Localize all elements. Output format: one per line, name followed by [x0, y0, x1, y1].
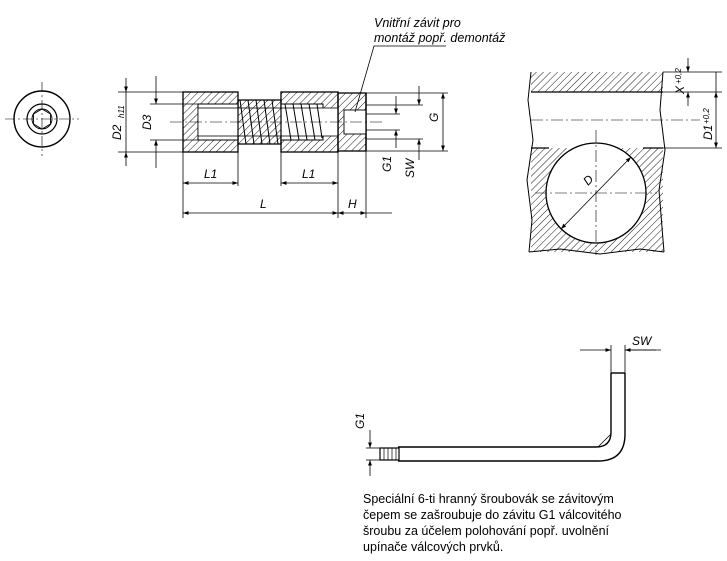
label-x: X — [673, 85, 687, 95]
mounting-section-view — [526, 71, 700, 255]
label-x-tolerance: +0,2 — [674, 68, 683, 84]
caption-line-3: šroubu za účelem polohování popř. uvolně… — [363, 524, 610, 538]
label-sw-key: SW — [632, 334, 653, 348]
mounting-section-dimensions — [560, 58, 722, 230]
end-view — [5, 82, 79, 156]
caption-line-4: upínače válcových prvků. — [363, 540, 503, 554]
label-l: L — [260, 197, 267, 211]
annotation-line-1: Vnitřní závit pro — [374, 16, 461, 30]
side-view-section — [170, 91, 385, 153]
label-h: H — [348, 197, 357, 211]
label-sw: SW — [403, 157, 417, 178]
label-l1-left: L1 — [204, 167, 217, 181]
dimension-labels: D2 h11 D3 G G1 SW L1 L1 L H X +0,2 D1 +0… — [110, 68, 715, 429]
label-d2-tolerance: h11 — [117, 105, 126, 118]
label-g1-key: G1 — [353, 413, 367, 429]
hex-key-dimensions — [366, 345, 661, 476]
label-d3: D3 — [140, 114, 154, 130]
label-d1-tolerance: +0,2 — [702, 108, 711, 124]
annotation-line-2: montáž popř. demontáž — [374, 31, 506, 45]
label-l1-right: L1 — [302, 167, 315, 181]
caption: Speciální 6-ti hranný šroubovák se závit… — [363, 492, 622, 554]
side-view-dimensions — [118, 45, 448, 218]
caption-line-1: Speciální 6-ti hranný šroubovák se závit… — [363, 492, 614, 506]
label-g: G — [427, 113, 441, 122]
label-d2: D2 — [110, 124, 124, 140]
label-d1: D1 — [701, 125, 715, 140]
label-g1: G1 — [380, 156, 394, 172]
caption-line-2: čepem se zašroubuje do závitu G1 válcovi… — [363, 508, 622, 522]
hex-key-tool — [379, 372, 626, 462]
